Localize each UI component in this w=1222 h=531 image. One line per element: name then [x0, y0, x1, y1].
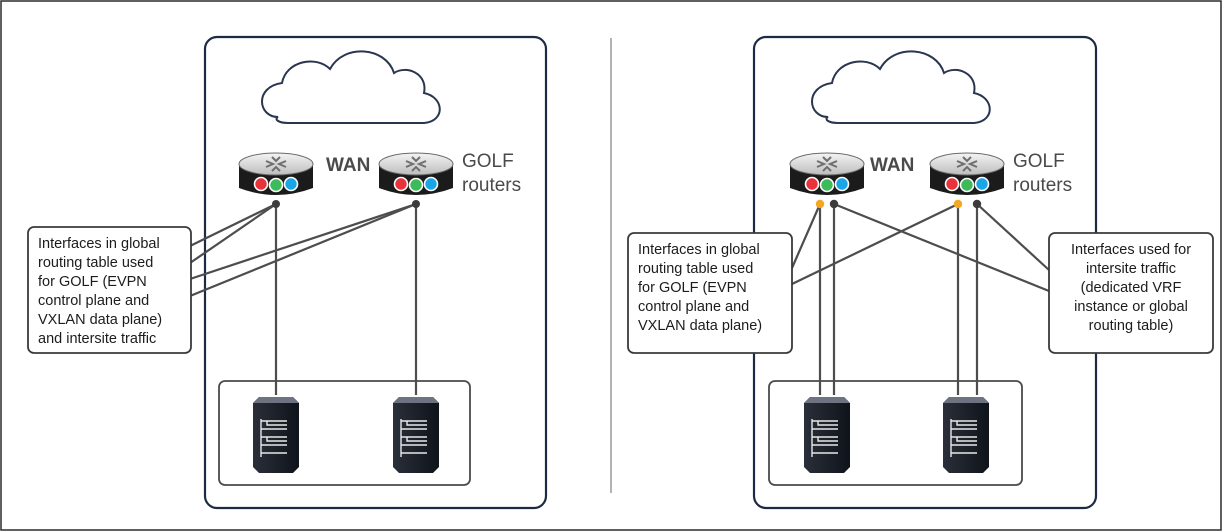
left-callout-text: Interfaces in global routing table used … [38, 236, 162, 347]
right-router-2-icon [929, 152, 1005, 196]
left-callout-line-4: control plane and [38, 293, 149, 309]
right-callout-intersite-line-5: routing table) [1089, 318, 1174, 334]
left-callout-box [27, 226, 192, 354]
left-callout-line-3: for GOLF (EVPN [38, 274, 147, 290]
right-golf-label-2: routers [1013, 175, 1072, 196]
right-callout-intersite-box [1048, 232, 1214, 354]
right-panel: WAN GOLF routers Interfaces in global ro… [627, 35, 1214, 510]
right-callout-intersite-line-1: Interfaces used for [1071, 242, 1191, 258]
right-callout-global-line-4: control plane and [638, 299, 749, 315]
right-callout-intersite-line-4: instance or global [1074, 299, 1188, 315]
right-port-intersite-2 [972, 199, 982, 209]
right-links [790, 202, 1050, 395]
left-callout-line-6: and intersite traffic [38, 331, 156, 347]
right-callout-global-line-2: routing table used [638, 261, 753, 277]
right-callout-intersite-line-3: (dedicated VRF [1081, 280, 1182, 296]
right-server-2-icon [942, 396, 990, 474]
right-port-global-1 [815, 199, 825, 209]
right-golf-label-1: GOLF [1013, 151, 1065, 172]
right-server-group [768, 380, 1023, 486]
left-port-1 [272, 200, 280, 208]
right-callout-global-box [627, 232, 793, 354]
right-server-1-icon [803, 396, 851, 474]
right-router-1-icon [789, 152, 865, 196]
right-callout-global-line-3: for GOLF (EVPN [638, 280, 747, 296]
left-server-1-icon [252, 396, 300, 474]
left-golf-label-1: GOLF [462, 151, 514, 172]
left-server-2-icon [392, 396, 440, 474]
right-callout-intersite-line-2: intersite traffic [1086, 261, 1176, 277]
left-router-2-icon [378, 152, 454, 196]
left-links [189, 202, 418, 395]
left-callout-line-2: routing table used [38, 255, 153, 271]
right-callout-global-line-5: VXLAN data plane) [638, 318, 762, 334]
left-wan-label: WAN [326, 155, 370, 176]
right-port-intersite-1 [829, 199, 839, 209]
left-site-box [203, 35, 548, 510]
right-wan-label: WAN [870, 155, 914, 176]
left-callout-line-5: VXLAN data plane) [38, 312, 162, 328]
left-server-group [218, 380, 471, 486]
left-golf-label-2: routers [462, 175, 521, 196]
left-callout-line-1: Interfaces in global [38, 236, 160, 252]
left-router-1-icon [238, 152, 314, 196]
left-panel: WAN GOLF routers Interfaces in global ro… [27, 35, 548, 510]
right-callout-global-line-1: Interfaces in global [638, 242, 760, 258]
left-port-2 [412, 200, 420, 208]
right-port-global-2 [953, 199, 963, 209]
